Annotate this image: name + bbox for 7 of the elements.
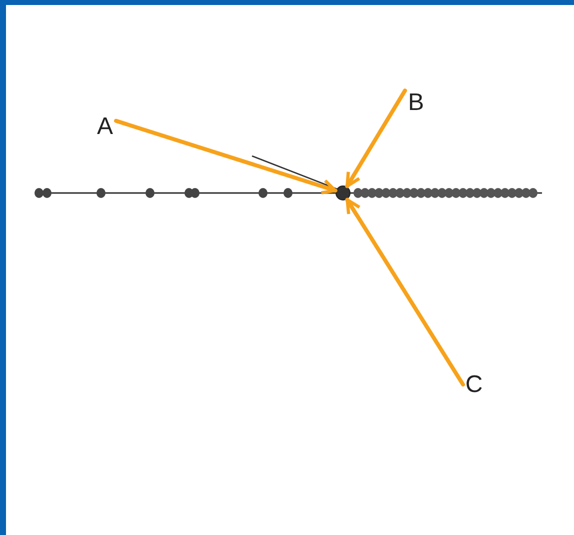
arrow bbox=[114, 118, 338, 194]
arrow bbox=[345, 88, 407, 188]
callout-letter: A bbox=[94, 114, 116, 140]
junction-bead bbox=[336, 186, 350, 200]
callout-letter: C bbox=[463, 372, 485, 398]
callout-letter: B bbox=[405, 90, 427, 116]
arrow bbox=[345, 198, 465, 386]
